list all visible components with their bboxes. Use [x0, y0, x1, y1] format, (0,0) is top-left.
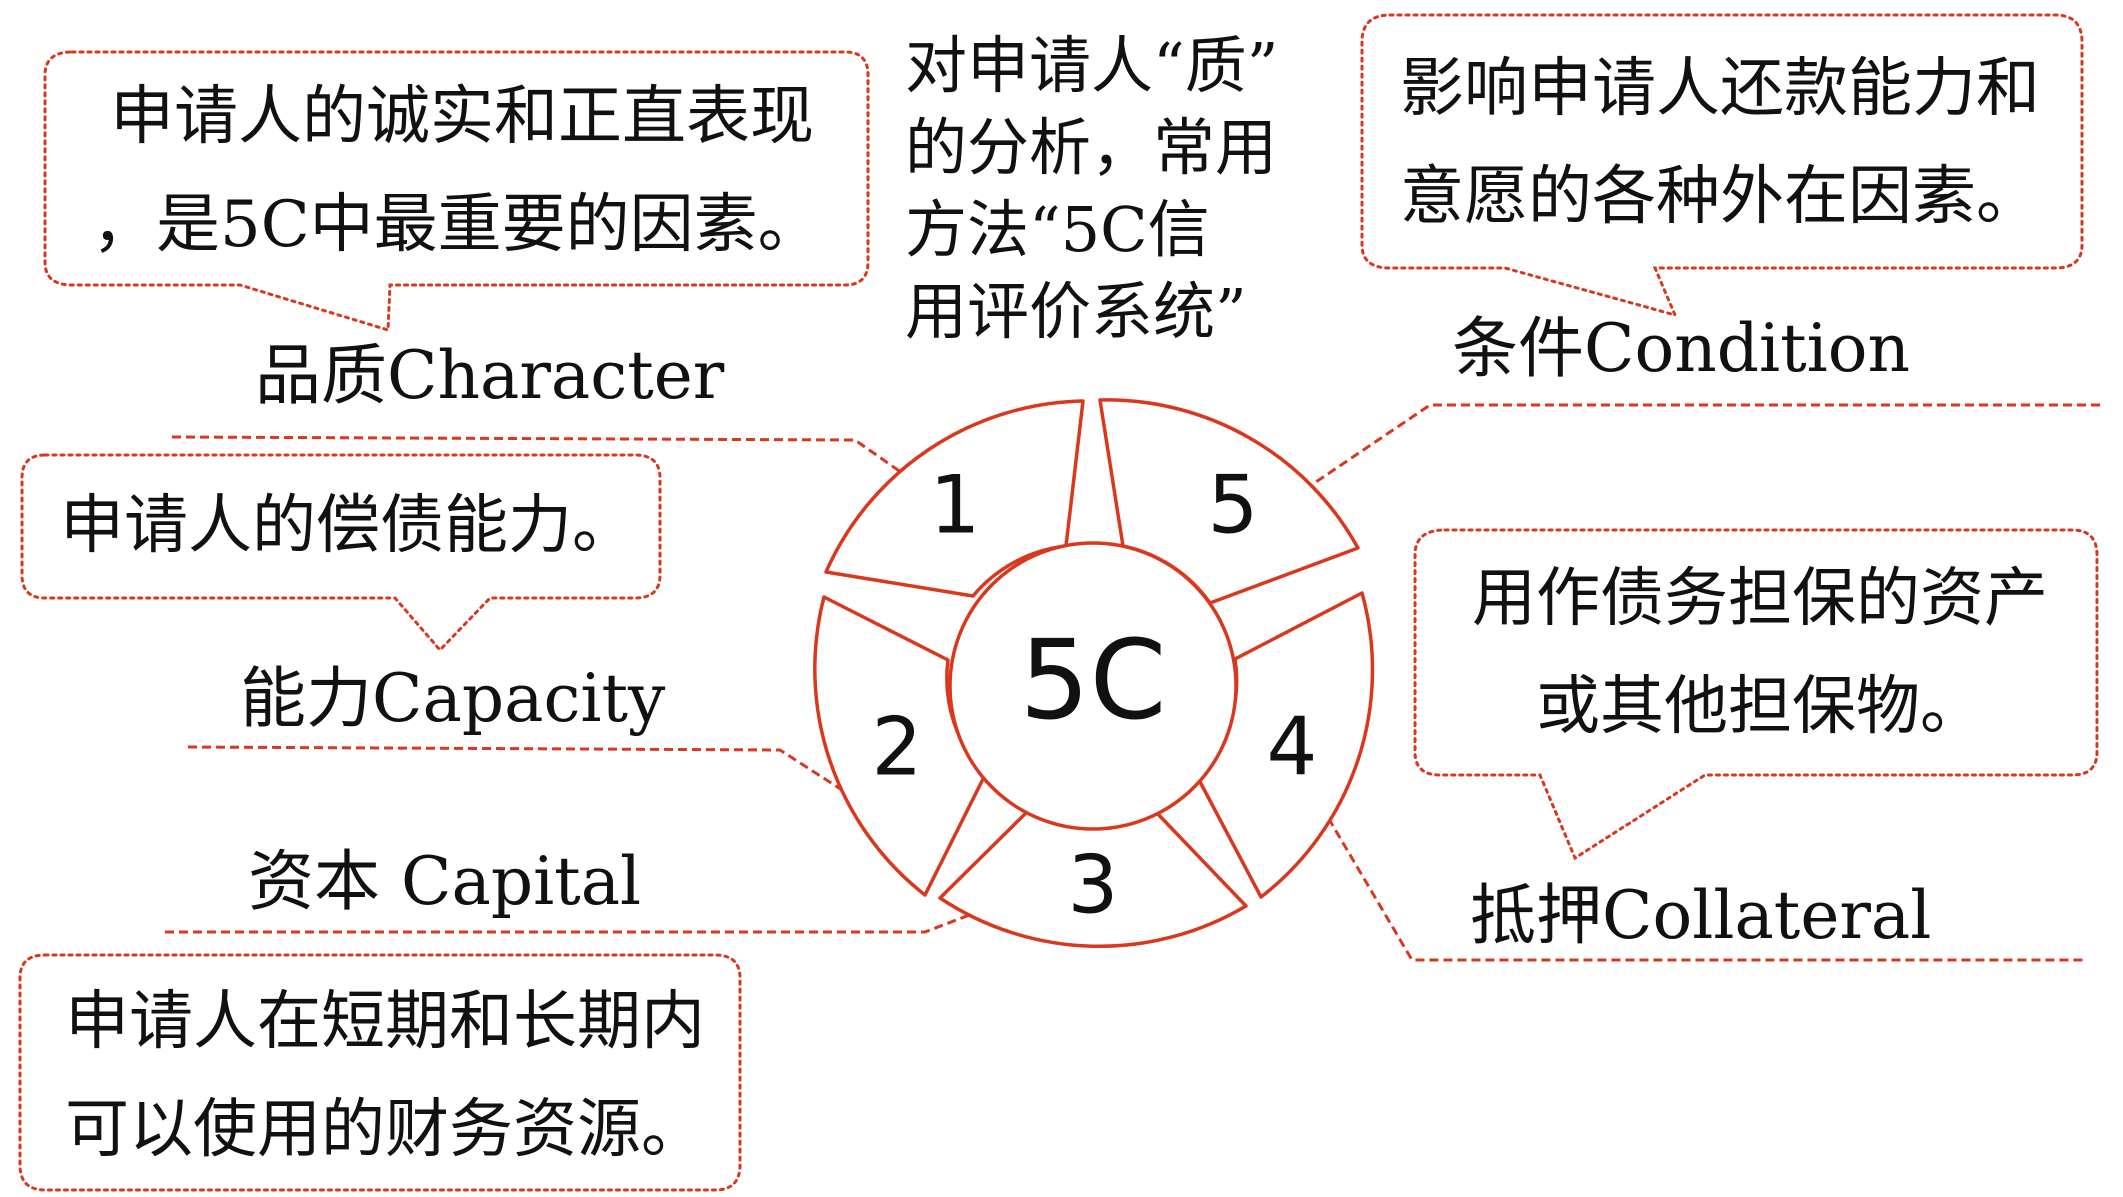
description-collateral: 用作债务担保的资产 或其他担保物。	[1470, 545, 2050, 761]
description-line: 意愿的各种外在因素。	[1400, 160, 2040, 234]
description-line: 申请人的诚实和正直表现	[110, 80, 814, 154]
description-line: 或其他担保物。	[1536, 670, 1984, 744]
callout-bubble-capital	[18, 953, 742, 1192]
callout-bubble-character	[43, 50, 870, 332]
description-line: 可以使用的财务资源。	[65, 1093, 705, 1167]
wheel-center-circle	[948, 541, 1238, 831]
title-line: 的分析，常用	[905, 111, 1278, 184]
segment-number-2: 2	[871, 700, 923, 794]
callout-bubble-capacity	[20, 453, 662, 653]
label-collateral: 抵押Collateral	[1470, 877, 1932, 954]
segment-number-5: 5	[1207, 458, 1259, 552]
callout-bubble-condition	[1360, 13, 2084, 318]
description-line: ，是5C中最重要的因素。	[92, 188, 822, 262]
description-line: 影响申请人还款能力和	[1400, 52, 2040, 126]
center-label-5c: 5C	[1019, 616, 1167, 744]
segment-number-4: 4	[1266, 700, 1318, 794]
diagram-title: 对申请人“质” 的分析，常用 方法“5C信 用评价系统”	[905, 25, 1278, 353]
description-condition: 影响申请人还款能力和 意愿的各种外在因素。	[1400, 35, 2040, 251]
description-capital: 申请人在短期和长期内 可以使用的财务资源。	[65, 968, 705, 1184]
callout-bubble-collateral	[1413, 528, 2099, 861]
leader-line-capacity	[187, 745, 871, 810]
description-line: 申请人的偿债能力。	[60, 489, 636, 563]
segment-number-1: 1	[929, 458, 981, 552]
label-character: 品质Character	[255, 337, 725, 414]
description-line: 申请人在短期和长期内	[65, 985, 705, 1059]
label-condition: 条件Condition	[1452, 310, 1910, 387]
leader-line-collateral	[1298, 769, 2085, 962]
label-capital: 资本 Capital	[248, 843, 642, 920]
description-character: 申请人的诚实和正直表现 ，是5C中最重要的因素。	[92, 63, 822, 279]
leader-line-condition	[1269, 403, 2100, 515]
title-line: 方法“5C信	[905, 193, 1210, 266]
title-line: 用评价系统”	[905, 275, 1247, 348]
segment-number-3: 3	[1067, 838, 1119, 932]
description-line: 用作债务担保的资产	[1472, 562, 2048, 636]
title-line: 对申请人“质”	[905, 29, 1279, 102]
label-capacity: 能力Capacity	[240, 660, 666, 737]
wheel-segment-1	[824, 399, 1085, 598]
description-capacity: 申请人的偿债能力。	[60, 472, 636, 580]
